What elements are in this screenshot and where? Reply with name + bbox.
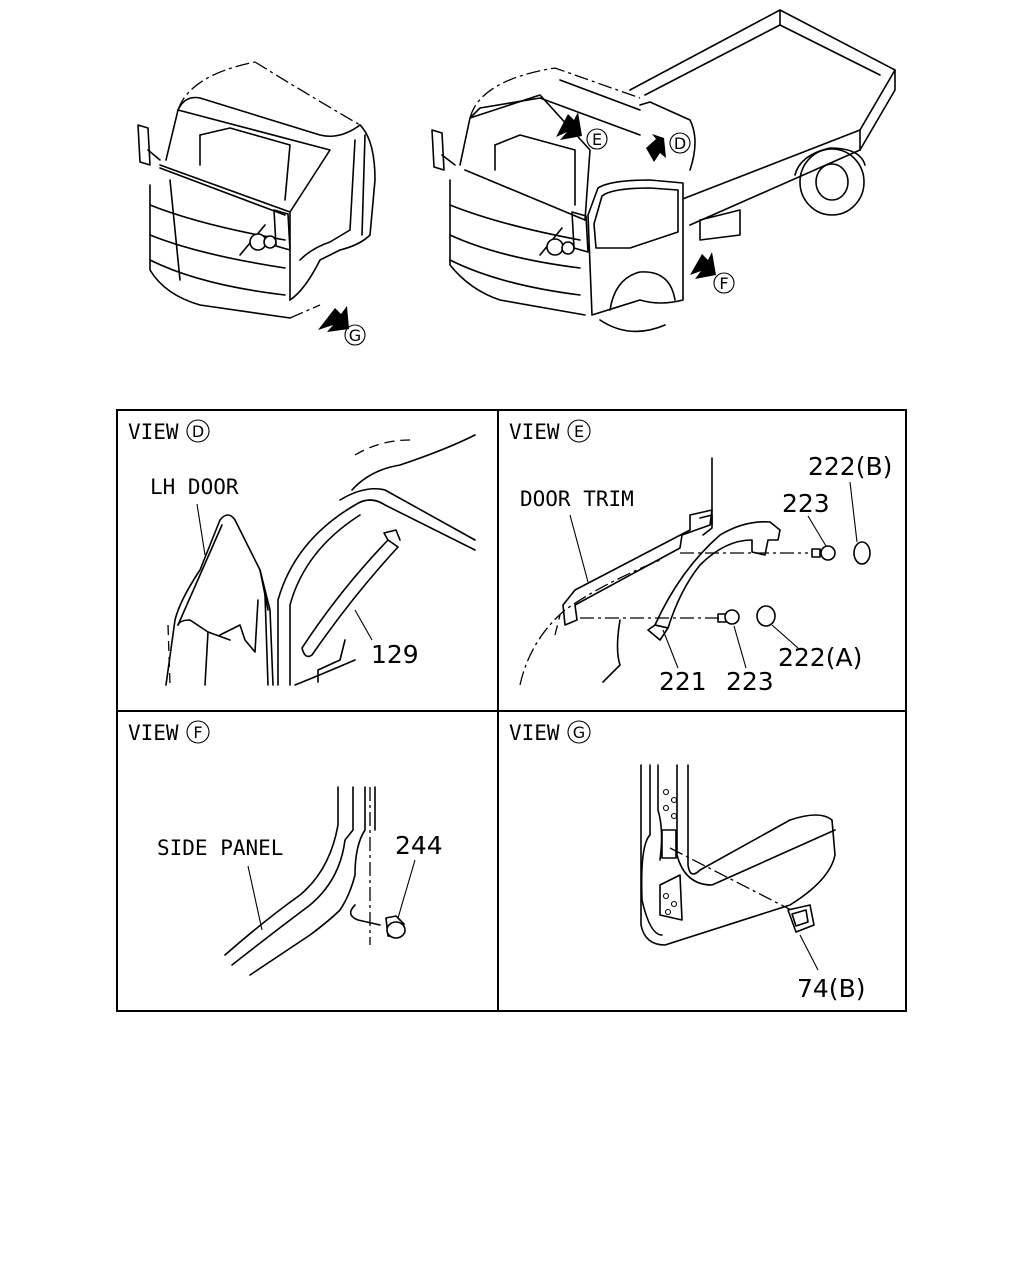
view-d-title: VIEW — [128, 420, 179, 444]
lh-door-leader — [196, 503, 206, 556]
view-g-letter: G — [573, 723, 585, 742]
view-d-letter: D — [192, 422, 204, 441]
view-g-panel: VIEW G 74(B) — [509, 720, 865, 1003]
view-d-panel: VIEW D LH DOOR 129 — [128, 419, 476, 686]
part-223-top-callout: 223 — [782, 489, 830, 518]
arrow-f-letter: F — [719, 274, 728, 293]
view-f-letter: F — [193, 723, 202, 742]
door-trim-label: DOOR TRIM — [520, 487, 634, 511]
view-f-panel: VIEW F SIDE PANEL 244 — [128, 720, 443, 976]
side-panel-leader — [247, 865, 263, 931]
arrow-d-letter: D — [674, 134, 686, 153]
part-244-leader — [397, 859, 416, 919]
side-panel-label: SIDE PANEL — [157, 836, 283, 860]
view-e-title: VIEW — [509, 420, 560, 444]
cab-front-view-left: G — [137, 61, 376, 346]
truck-rear-view-right: E D F — [431, 9, 896, 333]
part-222a-callout: 222(A) — [778, 643, 862, 672]
part-221-callout: 221 — [659, 667, 707, 696]
view-g-title: VIEW — [509, 721, 560, 745]
lh-door-label: LH DOOR — [150, 475, 239, 499]
arrow-g-letter: G — [349, 326, 361, 345]
part-222b-callout: 222(B) — [808, 452, 892, 481]
part-74b-callout: 74(B) — [797, 974, 865, 1003]
view-e-panel: VIEW E DOOR TRIM 222(B) — [509, 419, 892, 696]
door-trim-leader — [569, 514, 589, 583]
view-f-title: VIEW — [128, 721, 179, 745]
arrow-e-letter: E — [592, 130, 602, 149]
part-74b-leader — [799, 934, 819, 971]
view-e-letter: E — [574, 422, 584, 441]
part-129-leader — [354, 609, 373, 641]
part-223-bottom-callout: 223 — [726, 667, 774, 696]
part-129-callout: 129 — [371, 640, 419, 669]
part-244-callout: 244 — [395, 831, 443, 860]
views-grid-frame — [116, 409, 907, 1012]
